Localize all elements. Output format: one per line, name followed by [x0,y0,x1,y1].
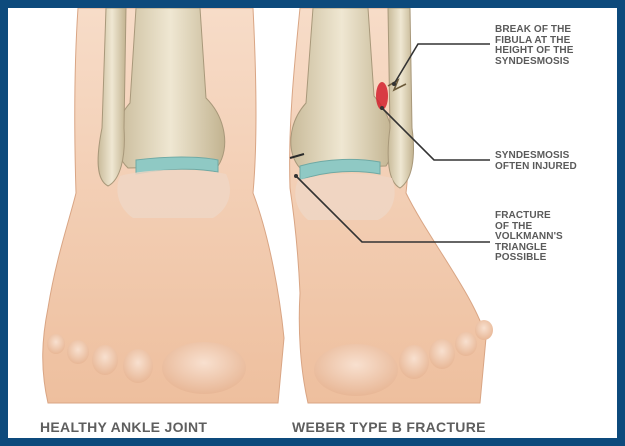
label-break-line-4: SYNDESMOSIS [495,57,574,68]
weber-toe-3 [429,339,455,369]
label-syndesmosis-line-1: SYNDESMOSIS [495,151,577,162]
label-volkmann-line-1: FRACTURE [495,211,563,222]
label-break-line-1: BREAK OF THE [495,25,574,36]
weber-toe-4 [455,332,477,356]
diagram-frame: BREAK OF THE FIBULA AT THE HEIGHT OF THE… [8,8,617,438]
healthy-toe-2 [123,349,153,383]
healthy-talus [117,170,230,218]
caption-healthy-ankle: HEALTHY ANKLE JOINT [40,419,207,435]
weber-toe-5 [475,320,493,340]
label-volkmann: FRACTURE OF THE VOLKMANN'S TRIANGLE POSS… [495,211,563,264]
weber-fibula [388,8,414,188]
caption-weber-fracture: WEBER TYPE B FRACTURE [292,419,486,435]
weber-talus [295,174,394,220]
label-volkmann-line-3: VOLKMANN'S [495,232,563,243]
label-syndesmosis: SYNDESMOSIS OFTEN INJURED [495,151,577,172]
healthy-toe-3 [92,345,118,375]
label-syndesmosis-line-2: OFTEN INJURED [495,162,577,173]
label-break-line-3: HEIGHT OF THE [495,46,574,57]
label-break-of-fibula: BREAK OF THE FIBULA AT THE HEIGHT OF THE… [495,25,574,67]
label-volkmann-line-5: POSSIBLE [495,253,563,264]
weber-toe-2 [399,345,429,379]
healthy-toe-4 [67,340,89,364]
healthy-toe-5 [47,334,65,354]
healthy-big-toe [162,342,246,394]
syndesmosis-injury-mark [376,82,388,110]
weber-big-toe [314,344,398,396]
healthy-foot [43,8,284,403]
weber-foot [290,8,493,403]
